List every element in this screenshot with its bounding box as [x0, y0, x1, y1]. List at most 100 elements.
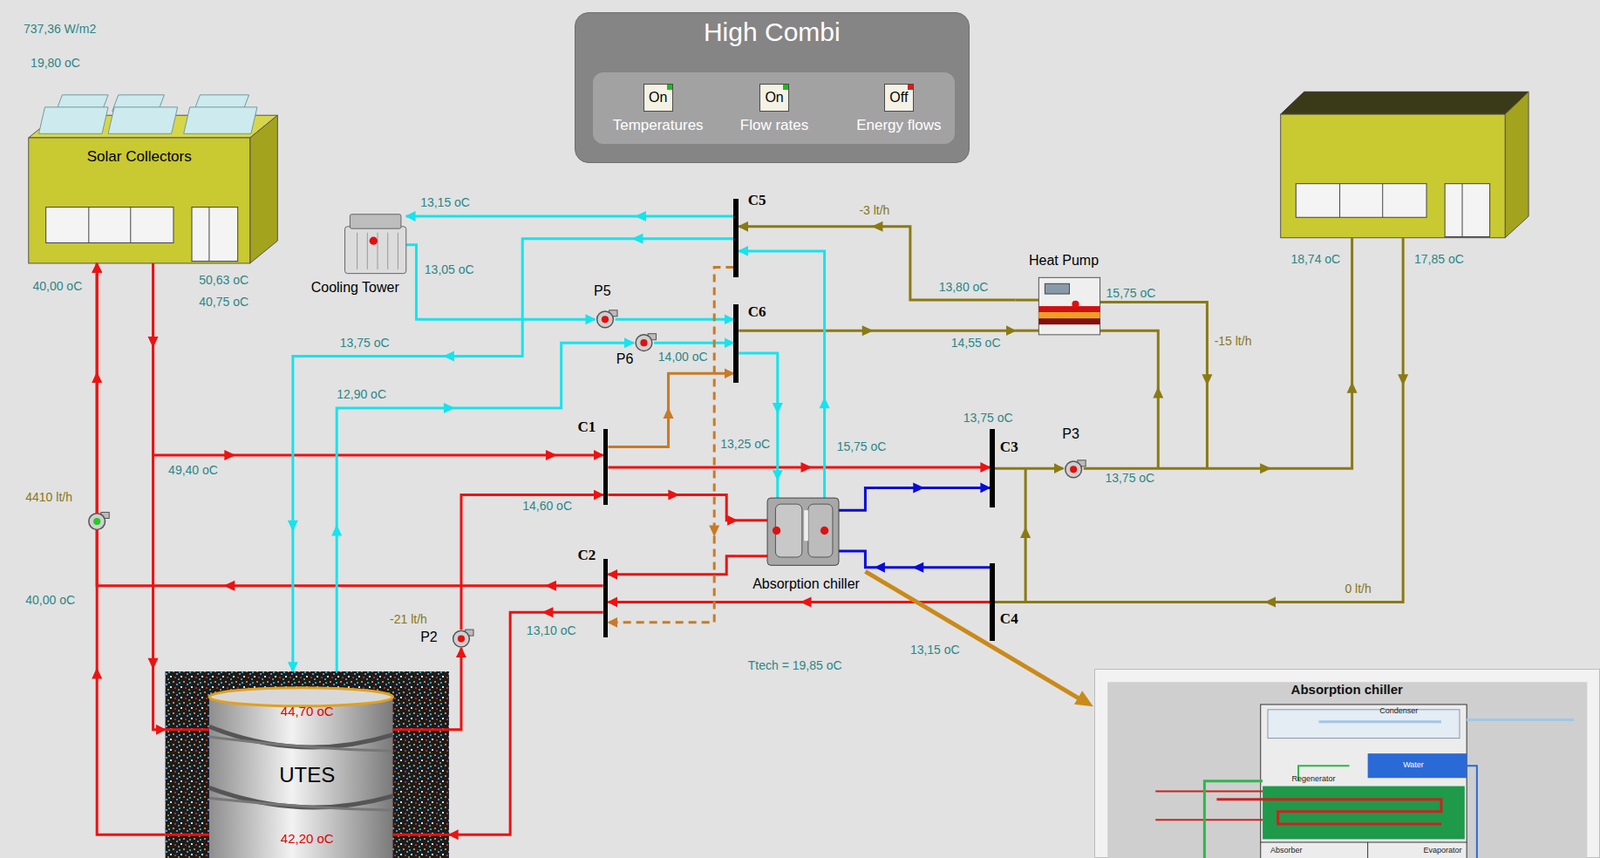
- flow-arrow: [634, 211, 647, 222]
- pipe: [776, 479, 779, 498]
- temperature-label: 13,05 oC: [424, 262, 475, 277]
- window-frame: [88, 207, 89, 244]
- chamber-divider: [1367, 841, 1369, 858]
- pump-status: [640, 339, 647, 347]
- pipe-connector: [875, 565, 990, 569]
- temperature-label: 13,25 oC: [720, 436, 770, 451]
- pipe-connector: [406, 215, 735, 218]
- pipe-connector: [875, 486, 990, 490]
- condenser: [1266, 708, 1459, 738]
- flow-arrow: [1152, 387, 1164, 399]
- flow-arrow: [545, 449, 558, 461]
- part-label: Water: [1402, 760, 1424, 770]
- pump-label: P2: [420, 629, 438, 646]
- building-front: [1280, 114, 1505, 239]
- flow-arrow: [800, 596, 812, 607]
- pipe: [1014, 329, 1039, 333]
- temperature-label: 18,74 oC: [1290, 251, 1341, 266]
- equipment-label: 42,20 oC: [280, 830, 334, 846]
- temperature-label: 15,75 oC: [837, 439, 887, 454]
- pipe-connector: [449, 612, 604, 835]
- door-frame: [208, 207, 210, 262]
- pump-body: [635, 334, 653, 352]
- pipe: [736, 518, 768, 522]
- flow-arrow: [772, 402, 783, 415]
- chamber-divider: [1259, 841, 1466, 843]
- collector-bar: C3: [989, 428, 995, 508]
- flow-arrow: [667, 490, 680, 501]
- heat-pump-display: [1044, 283, 1069, 294]
- pump: P6: [633, 333, 654, 353]
- panel-title: Absorption chiller: [1291, 681, 1403, 697]
- pump-label: P5: [593, 283, 612, 300]
- temperature-label: 737,36 W/m2: [23, 21, 96, 36]
- equipment-label: Absorption chiller: [752, 576, 860, 593]
- utes-storage: 44,70 oCUTES42,20 oC: [165, 671, 450, 858]
- callout-arrow: [864, 571, 1082, 700]
- equipment-label: UTES: [279, 762, 335, 788]
- pipe-connector: [607, 556, 736, 575]
- tower-louver: [387, 232, 389, 270]
- condenser-coil: [1318, 720, 1441, 723]
- flow-arrow: [1347, 381, 1358, 394]
- flow-arrow: [912, 562, 924, 573]
- tower-louver: [377, 232, 379, 270]
- pipe-connector: [607, 267, 734, 623]
- pipe-connector: [96, 263, 165, 835]
- chiller-shell: [808, 503, 833, 558]
- collector-label: C2: [577, 546, 596, 565]
- pipe-connector: [738, 353, 777, 480]
- equipment-label: Solar Collectors: [87, 148, 192, 166]
- window: [46, 207, 174, 244]
- flow-arrow: [541, 606, 553, 618]
- pump-body: [453, 630, 470, 647]
- panel-title: High Combi: [703, 17, 841, 48]
- flow-arrow: [1397, 374, 1409, 386]
- pump-body: [88, 513, 106, 531]
- flow-arrow: [819, 396, 831, 409]
- refrigerant-pipe: [1466, 765, 1478, 858]
- flow-arrow: [912, 482, 925, 493]
- pipe-connector: [607, 465, 990, 469]
- status-dot: [820, 526, 829, 535]
- equipment-label: Heat Pump: [1028, 252, 1099, 269]
- detail-inset: Absorption chiller: [1094, 668, 1600, 858]
- temperature-label: 40,00 oC: [32, 279, 82, 293]
- temperature-label: Ttech = 19,85 oC: [748, 658, 843, 673]
- flow-arrow: [331, 524, 342, 537]
- temperature-label: 14,60 oC: [522, 498, 572, 513]
- button-caption: Energy flows: [856, 116, 941, 135]
- absorption-chiller: Absorption chiller: [736, 479, 876, 594]
- pipe-connector: [738, 226, 1015, 300]
- solar-building: Solar Collectors: [28, 137, 251, 264]
- flow-arrow: [801, 462, 813, 473]
- status-dot: [1071, 300, 1079, 308]
- toggle-button: OnFlow rates: [717, 80, 832, 144]
- building-roof: [1280, 91, 1529, 115]
- chiller-schematic: [1094, 668, 1600, 858]
- flow-arrow: [91, 371, 103, 383]
- pipe-connector: [615, 318, 735, 321]
- flow-arrow: [1201, 374, 1212, 386]
- temperature-label: 40,00 oC: [25, 592, 75, 607]
- collector-bar: C2: [603, 558, 609, 638]
- pipe: [393, 833, 450, 837]
- pipe-connector: [607, 600, 990, 604]
- cooling-water-pipe: [1466, 718, 1574, 722]
- tank-coil: [209, 726, 394, 748]
- tower-body: [345, 226, 407, 274]
- ground-texture: [165, 671, 450, 858]
- collector-bar: C5: [733, 198, 739, 278]
- window: [1295, 183, 1427, 218]
- door: [191, 207, 239, 262]
- pipe-connector: [336, 342, 634, 672]
- collector-bar: C4: [989, 563, 995, 641]
- temperature-label: 14,00 oC: [658, 349, 709, 364]
- status-dot: [369, 237, 378, 246]
- mode-panel: High CombiOnTemperaturesOnFlow ratesOffE…: [574, 12, 970, 164]
- chiller-panel: [803, 510, 809, 541]
- hot-water-in: [1155, 789, 1263, 792]
- pump-symbol: [1065, 460, 1086, 478]
